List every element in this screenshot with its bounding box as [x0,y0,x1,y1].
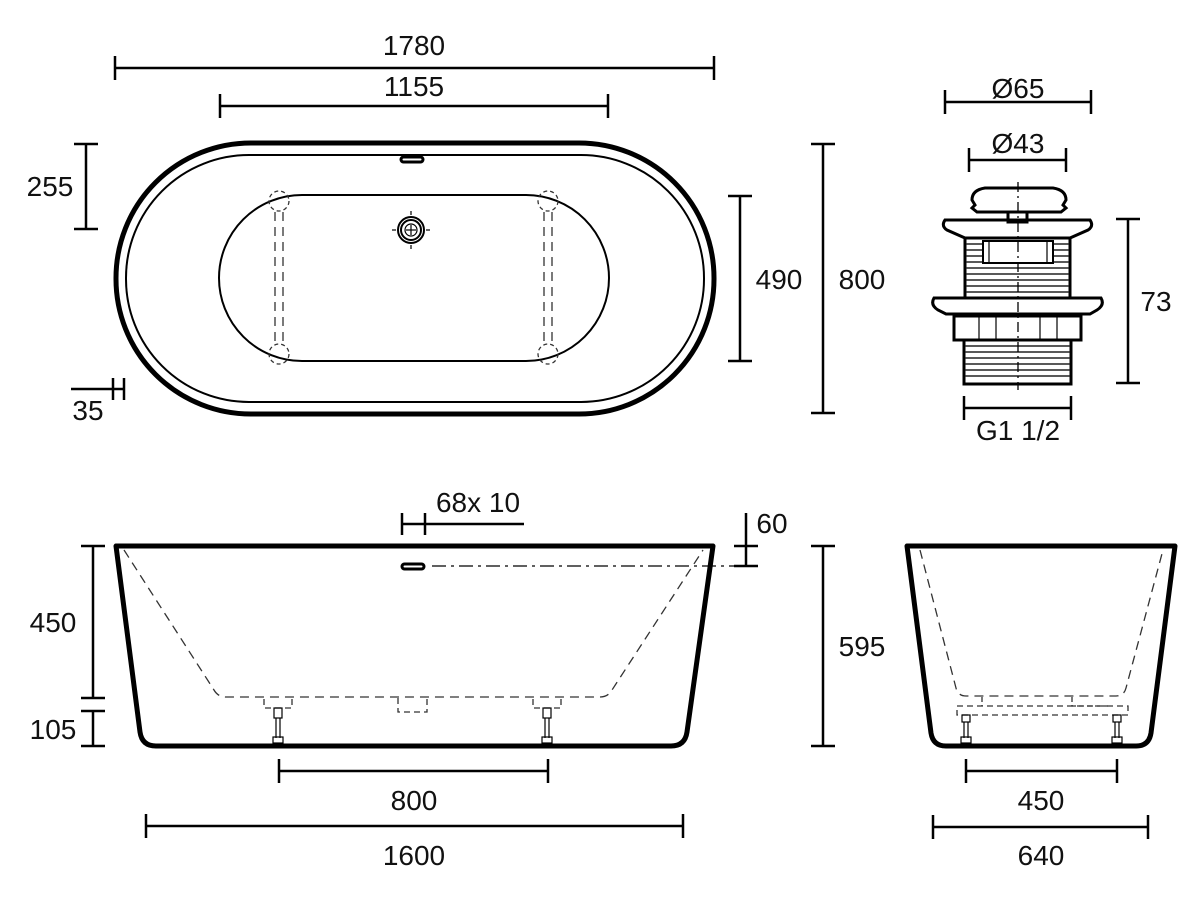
label-end-base-width: 640 [1018,840,1065,871]
dim-overall-height: 595 [811,544,886,748]
label-base-height: 105 [30,714,77,745]
label-inner-depth: 450 [30,607,77,638]
support-rail-right [537,190,559,365]
label-rim-width: 35 [72,395,103,426]
leg-right [532,699,562,744]
basin-hidden-line [123,549,704,698]
side-view: 68x 10 60 450 105 595 [30,487,886,871]
support-rail-left [268,190,290,365]
dim-leg-spacing: 800 [277,759,550,816]
label-thread: G1 1/2 [976,415,1060,446]
dim-overflow-offset: 60 [734,508,788,568]
bath-side-outline [113,543,716,749]
dim-end-leg-spacing: 450 [964,759,1119,816]
label-overflow-size: 68x 10 [436,487,520,518]
dim-overflow-size: 68x 10 [400,487,524,535]
end-view: 450 640 [904,543,1178,871]
dim-inner-width: 490 [728,194,803,363]
label-end-radius: 255 [27,171,74,202]
dim-base-length: 1600 [144,814,685,871]
top-view: 1780 1155 255 35 490 [27,30,886,426]
end-basin-hidden-line [919,549,1164,697]
pop-up-waste-icon [931,182,1104,390]
dim-end-base-width: 640 [931,815,1150,871]
bath-outer-rim [113,140,717,417]
bath-inner-rim [125,154,705,403]
bath-basin-outline [218,194,610,362]
bath-end-outline [904,543,1178,749]
drain-icon [392,211,430,249]
dim-flange-diameter: Ø65 [943,73,1093,114]
dim-rim-width: 35 [71,378,126,426]
label-overflow-offset: 60 [756,508,787,539]
label-flange-diameter: Ø65 [992,73,1045,104]
label-plug-diameter: Ø43 [992,128,1045,159]
label-inner-width: 490 [756,264,803,295]
dim-end-radius: 255 [27,142,98,231]
dim-plug-diameter: Ø43 [967,128,1068,172]
dim-inner-flat-length: 1155 [218,71,610,118]
label-waste-height: 73 [1140,286,1171,317]
leg-left [263,699,293,744]
dim-overall-length: 1780 [113,30,716,80]
label-base-length: 1600 [383,840,445,871]
dim-base-height: 105 [30,709,105,748]
overflow-slot-side [400,562,426,571]
label-leg-spacing: 800 [391,785,438,816]
label-overall-height: 595 [839,631,886,662]
dim-overall-width: 800 [811,142,886,415]
label-overall-width: 800 [839,264,886,295]
label-end-leg-spacing: 450 [1018,785,1065,816]
waste-detail: Ø65 Ø43 73 G1 1/2 [931,73,1172,446]
dim-waste-height: 73 [1116,217,1172,385]
leg-end-right [1111,714,1123,744]
leg-end-left [960,714,972,744]
dim-inner-depth: 450 [30,544,105,700]
label-overall-length: 1780 [383,30,445,61]
overflow-slot [399,155,425,164]
label-inner-flat-length: 1155 [384,71,444,102]
dim-thread: G1 1/2 [962,396,1073,446]
